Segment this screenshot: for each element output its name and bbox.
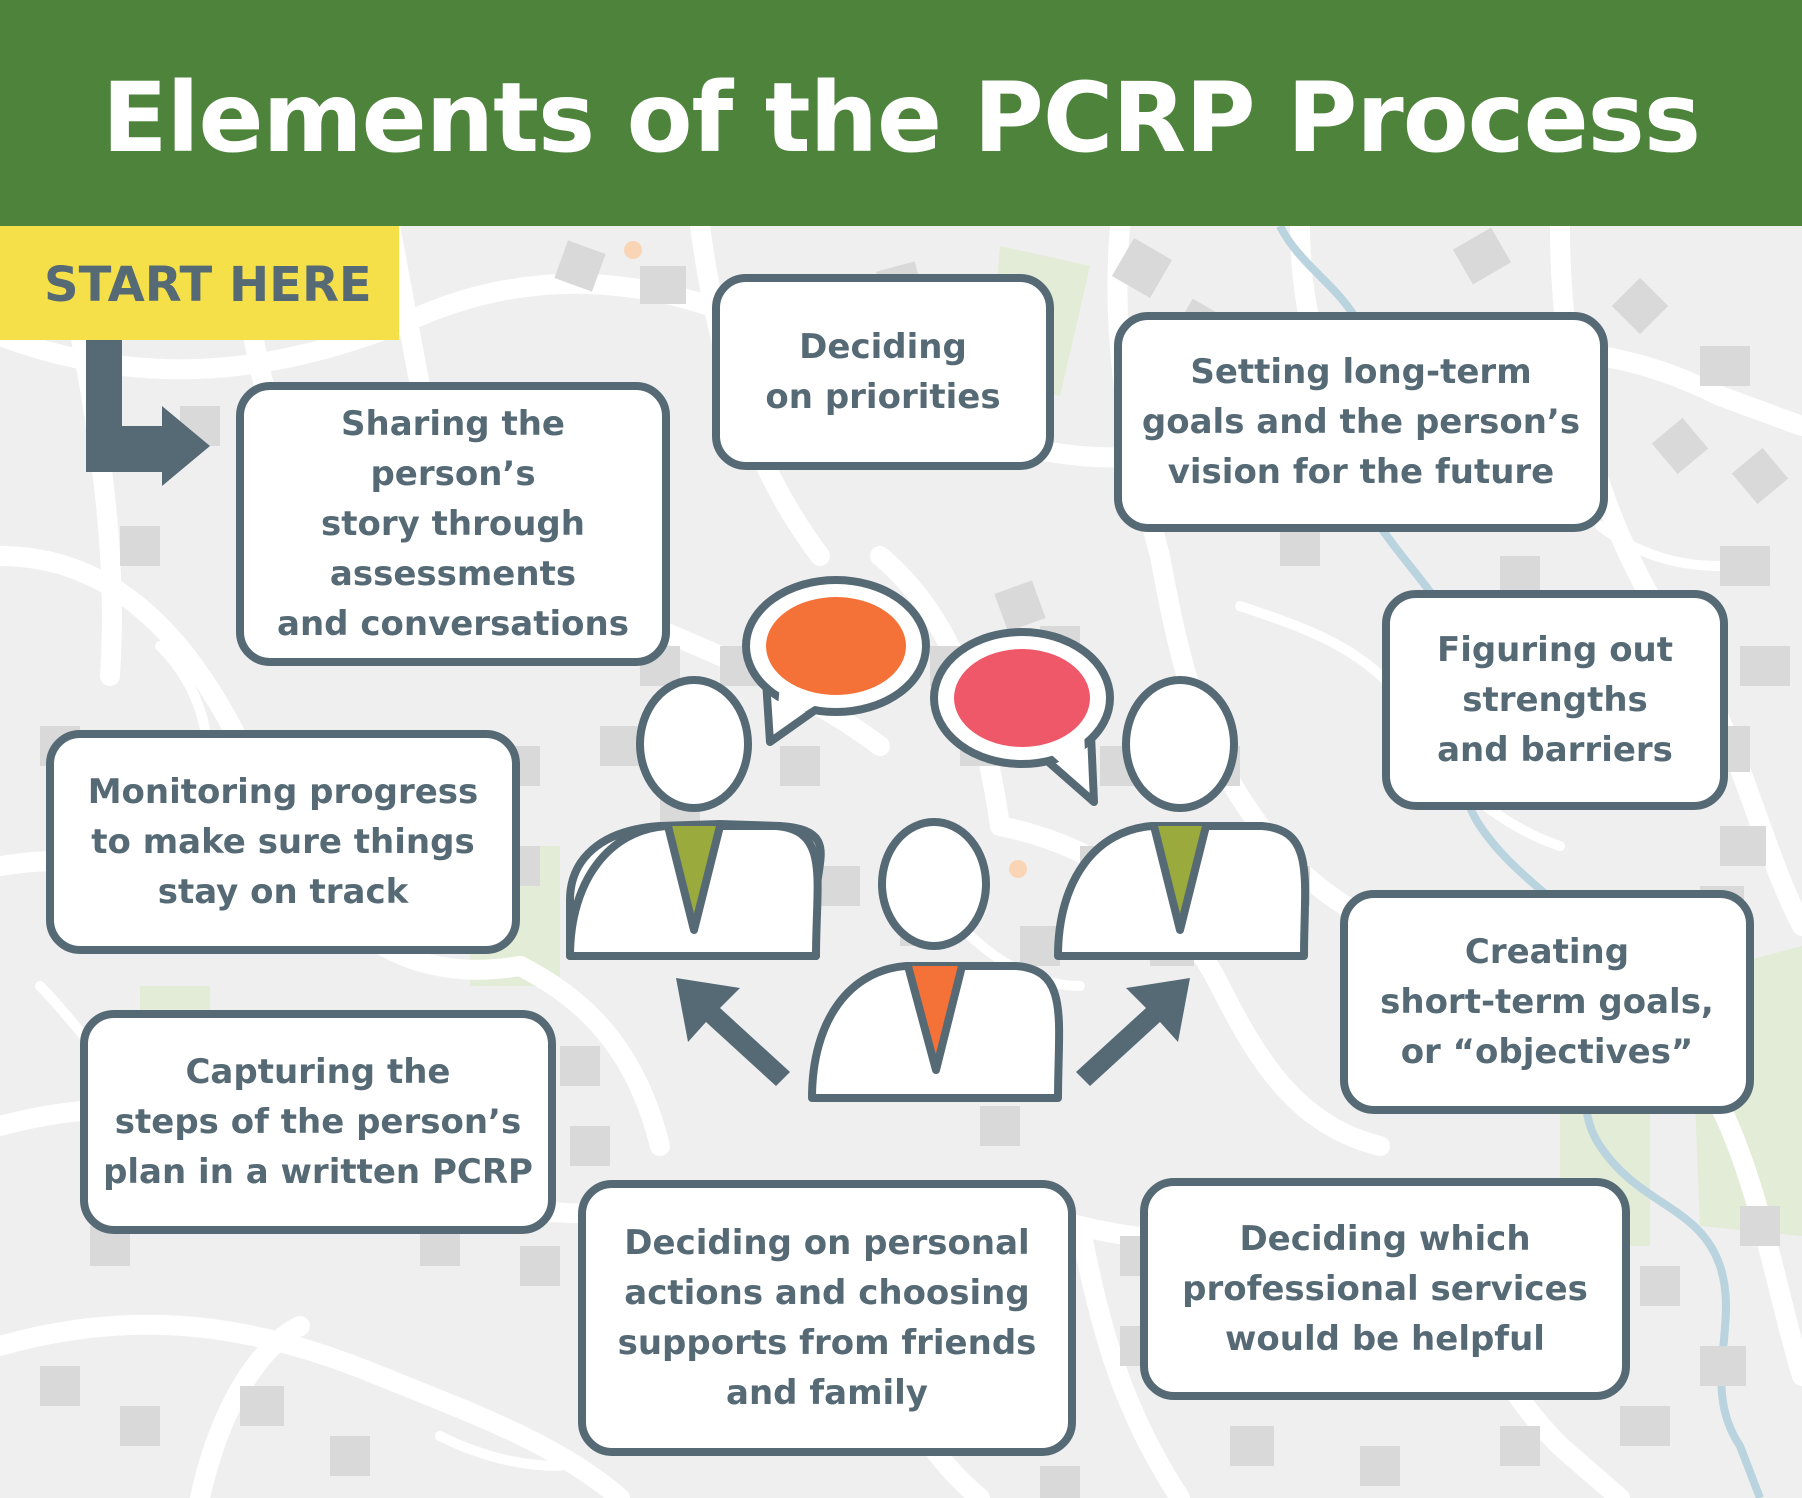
person-right-icon — [1054, 676, 1310, 960]
step-deciding-priorities: Deciding on priorities — [712, 274, 1054, 470]
step-personal-actions-text: Deciding on personal actions and choosin… — [617, 1223, 1037, 1413]
person-left-icon — [566, 676, 825, 960]
step-deciding-priorities-text: Deciding on priorities — [765, 327, 1001, 417]
step-sharing-story-text: Sharing the person’s story through asses… — [277, 404, 629, 644]
step-sharing-story: Sharing the person’s story through asses… — [236, 382, 670, 666]
step-long-term-goals: Setting long-term goals and the person’s… — [1114, 312, 1608, 532]
start-here-text: START HERE — [44, 257, 372, 313]
step-short-term-goals: Creating short-term goals, or “objective… — [1340, 890, 1754, 1114]
step-short-term-goals-text: Creating short-term goals, or “objective… — [1380, 932, 1714, 1072]
step-long-term-goals-text: Setting long-term goals and the person’s… — [1141, 352, 1581, 492]
step-personal-actions: Deciding on personal actions and choosin… — [578, 1180, 1076, 1456]
step-written-pcrp-text: Capturing the steps of the person’s plan… — [103, 1052, 533, 1192]
step-monitoring-progress: Monitoring progress to make sure things … — [46, 730, 520, 954]
step-monitoring-progress-text: Monitoring progress to make sure things … — [87, 772, 479, 912]
step-strengths-barriers: Figuring out strengths and barriers — [1382, 590, 1728, 810]
step-professional-services: Deciding which professional services wou… — [1140, 1178, 1630, 1400]
bent-arrow-right-icon — [86, 340, 210, 486]
speech-bubble-orange-icon — [742, 576, 930, 746]
step-professional-services-text: Deciding which professional services wou… — [1182, 1219, 1588, 1359]
speech-bubble-pink-icon — [930, 628, 1114, 806]
step-strengths-barriers-text: Figuring out strengths and barriers — [1436, 630, 1674, 770]
page-title: Elements of the PCRP Process — [102, 62, 1701, 174]
person-center-icon — [808, 818, 1064, 1102]
step-written-pcrp: Capturing the steps of the person’s plan… — [80, 1010, 556, 1234]
title-banner: Elements of the PCRP Process — [0, 0, 1802, 226]
arrow-up-left-icon — [676, 978, 790, 1086]
arrow-up-right-icon — [1076, 978, 1190, 1086]
start-here-label: START HERE — [0, 226, 399, 340]
